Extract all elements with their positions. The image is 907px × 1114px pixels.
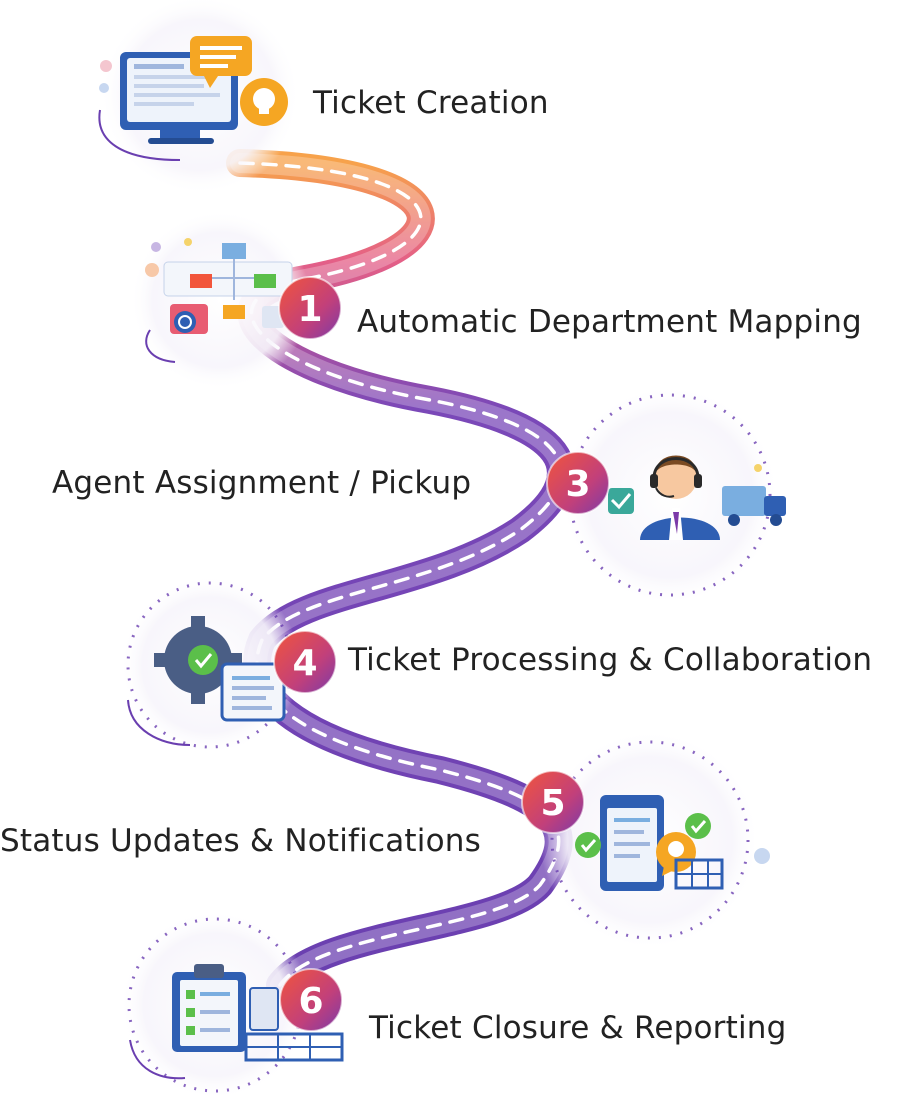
- step-label-agent-assignment: Agent Assignment / Pickup: [52, 465, 472, 501]
- tablet-notification-icon: [575, 795, 770, 891]
- monitor-chat-icon: [98, 36, 288, 161]
- step-badge-number: 3: [565, 464, 590, 505]
- step-label-ticket-processing: Ticket Processing & Collaboration: [348, 642, 873, 678]
- step-label-ticket-closure: Ticket Closure & Reporting: [369, 1010, 787, 1046]
- step-ticket-closure: 6: [120, 910, 344, 1100]
- step-badge-6: 6: [279, 968, 343, 1032]
- step-badge-4: 4: [273, 630, 337, 694]
- step-label-ticket-creation: Ticket Creation: [313, 85, 549, 121]
- step-status-updates: 5: [521, 730, 770, 950]
- step-ticket-creation: [98, 0, 300, 195]
- step-badge-number: 1: [297, 289, 322, 330]
- support-agent-icon: [608, 455, 786, 540]
- step-label-status-updates: Status Updates & Notifications: [0, 823, 481, 859]
- gear-document-icon: [154, 616, 286, 722]
- step-badge-5: 5: [521, 770, 585, 834]
- step-department-mapping: 1: [130, 210, 342, 390]
- org-chart-icon: [145, 238, 293, 363]
- step-badge-number: 5: [540, 783, 565, 824]
- step-badge-number: 4: [292, 643, 317, 684]
- step-badge-1: 1: [278, 276, 342, 340]
- step-agent-assignment: 3: [546, 385, 786, 605]
- road-center-dashes: [238, 161, 563, 987]
- step-ticket-processing: 4: [120, 575, 337, 755]
- checklist-clipboard-icon: [172, 964, 344, 1062]
- step-badge-3: 3: [546, 451, 610, 515]
- step-badge-number: 6: [298, 981, 323, 1022]
- step-label-department-mapping: Automatic Department Mapping: [357, 304, 862, 340]
